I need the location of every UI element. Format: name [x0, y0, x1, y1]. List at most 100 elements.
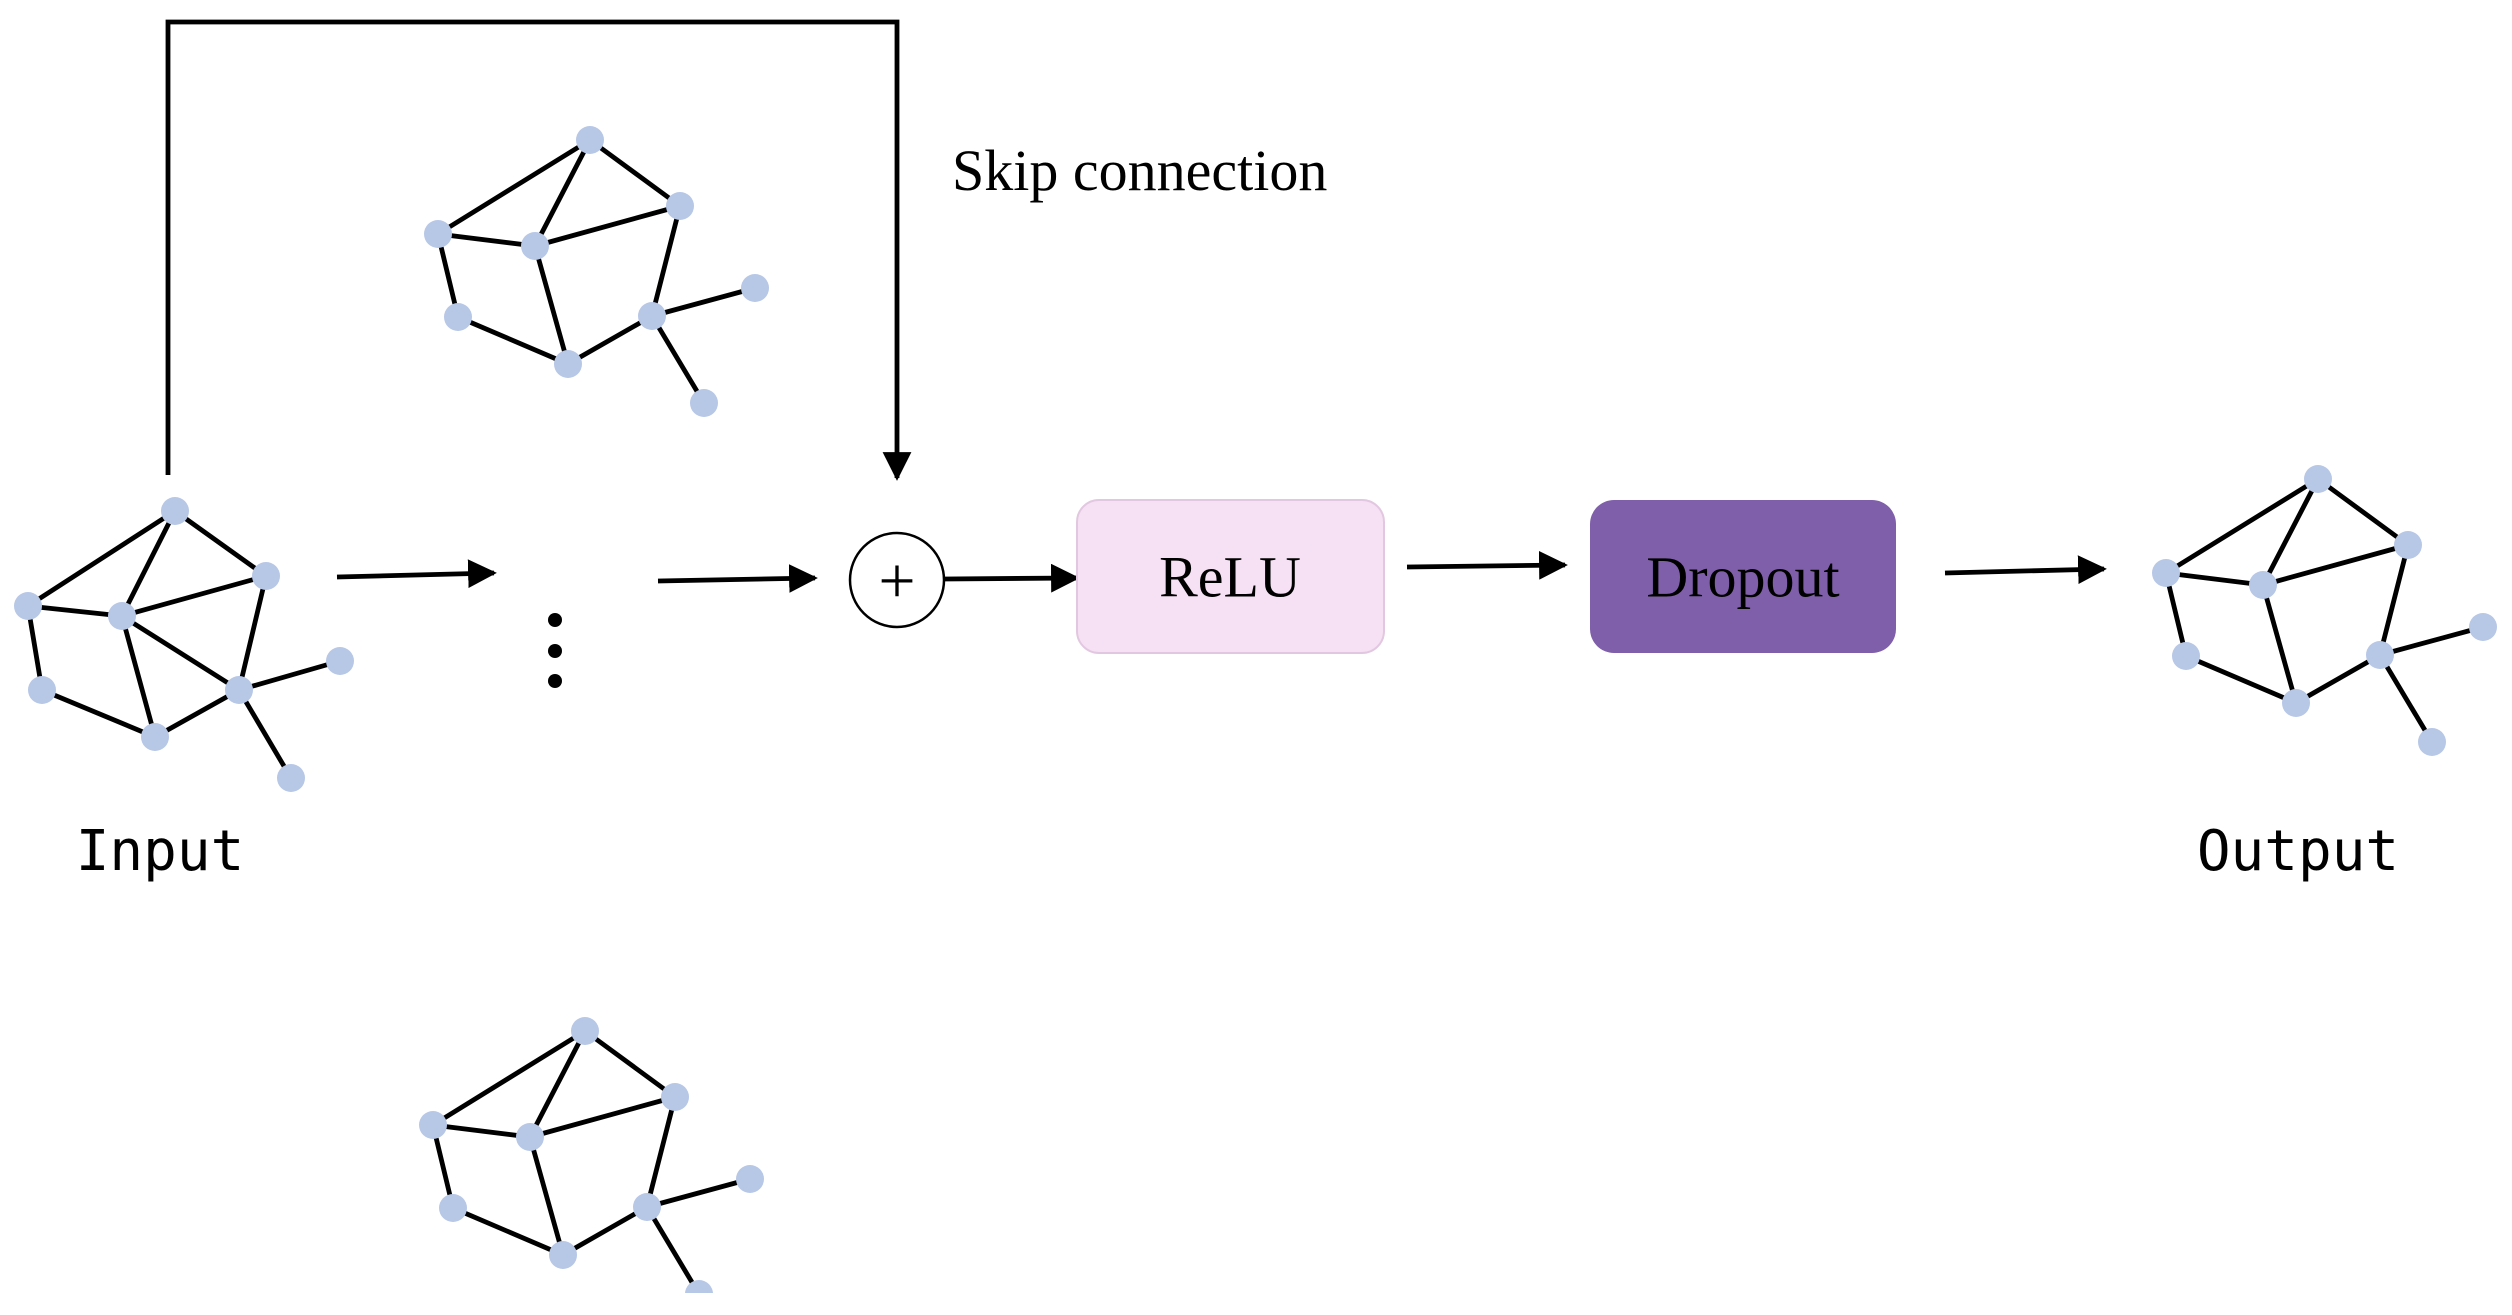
graph-edge [532, 243, 571, 367]
graph-edge [532, 137, 593, 249]
output-graph-icon [2152, 465, 2497, 756]
graph-edge [565, 313, 655, 367]
graph-edge [25, 603, 125, 619]
graph-edge [2260, 542, 2411, 588]
graph-node [2304, 465, 2332, 493]
graph-edge [435, 137, 593, 237]
graph-node [549, 1241, 577, 1269]
graph-edge [236, 687, 294, 781]
graph-edge [2377, 624, 2486, 658]
graph-edge [649, 313, 707, 406]
graph-edge [172, 508, 269, 579]
graph-node [633, 1193, 661, 1221]
add-symbol: + [878, 545, 915, 618]
graph-edge [582, 1028, 678, 1100]
graph-node [14, 592, 42, 620]
graph-node [2469, 613, 2497, 641]
graph-node [2366, 641, 2394, 669]
graph-edge [2260, 582, 2299, 706]
graph-node [141, 723, 169, 751]
graph-node [277, 764, 305, 792]
input-label: Input [76, 819, 245, 884]
graph-node [571, 1017, 599, 1045]
graph-edge [430, 1028, 588, 1128]
graph-edge [527, 1028, 588, 1140]
graph-edge [430, 1122, 533, 1140]
graph-edge [39, 687, 158, 740]
graph-edge [119, 613, 158, 740]
graph-edge [587, 137, 683, 209]
arrow-input-to-hidden [336, 559, 497, 589]
graph-node [439, 1194, 467, 1222]
ellipsis-icon [548, 613, 562, 688]
relu-label: ReLU [1159, 545, 1301, 610]
graph-node [108, 602, 136, 630]
hidden-graph-top-icon [424, 126, 769, 417]
graph-node [225, 676, 253, 704]
graph-edge [25, 508, 178, 609]
graph-edge [2315, 476, 2411, 548]
graph-node [28, 676, 56, 704]
graph-node [161, 497, 189, 525]
hidden-graph-bottom-icon [419, 1017, 764, 1293]
arrow-relu-to-dropout [1406, 550, 1568, 580]
graph-edge [2163, 570, 2266, 588]
add-operator: + [848, 531, 946, 629]
dropout-label: Dropout [1646, 545, 1839, 610]
relu-box [1076, 499, 1385, 654]
graph-node [521, 232, 549, 260]
graph-edge [532, 203, 683, 249]
graph-node [576, 126, 604, 154]
graph-edge [649, 203, 683, 319]
graph-node [2152, 559, 2180, 587]
arrow-add-to-relu [944, 563, 1080, 593]
graph-edge [119, 613, 242, 693]
graph-edge [435, 231, 538, 249]
graph-edge [644, 1094, 678, 1210]
graph-edge [2163, 570, 2189, 659]
arrow-hidden-to-add [657, 564, 818, 593]
graph-edge [2377, 652, 2435, 745]
graph-node [736, 1165, 764, 1193]
graph-node [638, 302, 666, 330]
graph-edge [527, 1094, 678, 1140]
graph-edge [152, 687, 242, 740]
graph-node [2418, 728, 2446, 756]
graph-edge [649, 285, 758, 319]
graph-node [516, 1123, 544, 1151]
graph-edge [2183, 653, 2299, 706]
graph-edge [644, 1176, 753, 1210]
graph-edge [644, 1204, 702, 1293]
graph-node [741, 274, 769, 302]
graph-edge [527, 1134, 566, 1258]
input-graph-icon [14, 497, 354, 792]
graph-edge [119, 508, 178, 619]
dropout-box [1590, 500, 1896, 653]
graph-node [2249, 571, 2277, 599]
graph-edge [2163, 476, 2321, 576]
skip-connection-label: Skip connection [952, 138, 1327, 203]
graph-edge [119, 573, 269, 619]
graph-edge [2260, 476, 2321, 588]
graph-node [419, 1111, 447, 1139]
skip-connection-line [165, 19, 912, 481]
graph-node [424, 220, 452, 248]
graph-node [690, 389, 718, 417]
graph-edge [435, 231, 461, 320]
graph-edge [2293, 652, 2383, 706]
graph-edge [236, 573, 269, 693]
graph-node [252, 562, 280, 590]
graph-node [685, 1280, 713, 1293]
graph-node [661, 1083, 689, 1111]
graph-edge [455, 314, 571, 367]
graph-edge [2377, 542, 2411, 658]
graph-node [2394, 531, 2422, 559]
graph-node [444, 303, 472, 331]
graph-edge [430, 1122, 456, 1211]
arrow-dropout-to-output [1944, 555, 2107, 585]
graph-edge [236, 658, 343, 693]
graph-node [2282, 689, 2310, 717]
graph-node [2172, 642, 2200, 670]
graph-node [666, 192, 694, 220]
